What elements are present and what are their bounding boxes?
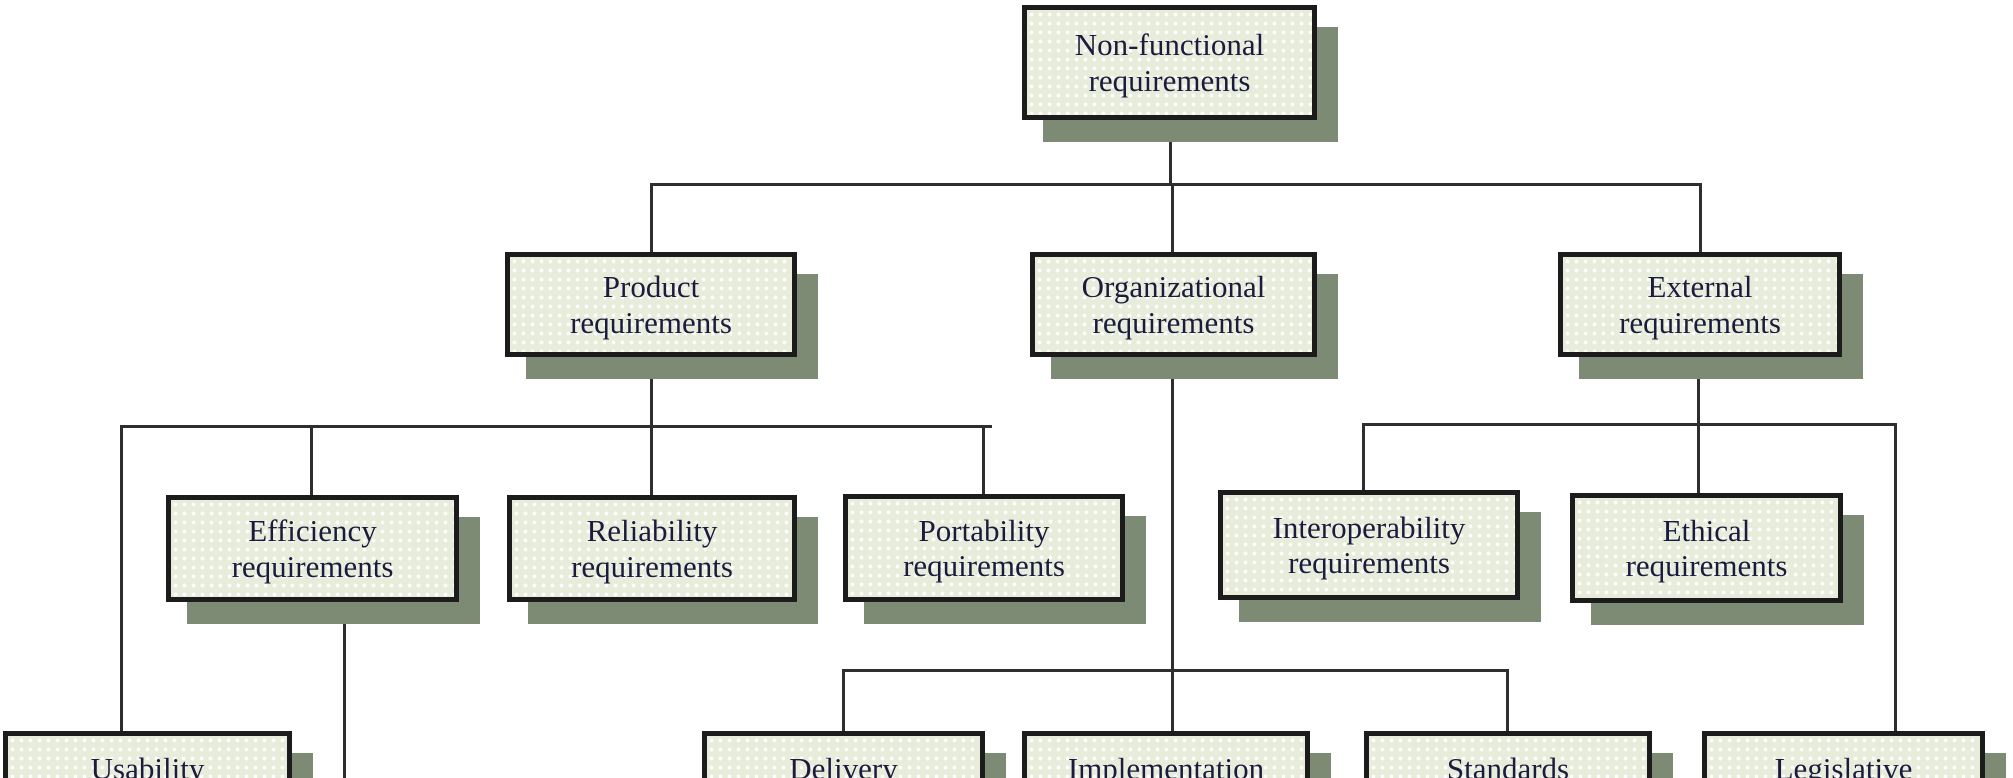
connector-drop-reliability	[650, 425, 653, 497]
connector-drop-interoperability	[1362, 423, 1365, 493]
node-nonfunctional-requirements: Non-functional requirements	[1022, 5, 1317, 120]
node-label-line1: Ethical	[1662, 512, 1751, 548]
node-legislative: Legislative	[1702, 731, 1985, 778]
node-delivery: Delivery	[702, 731, 985, 778]
node-label-line1: Product	[602, 269, 700, 305]
connector-organizational-stem	[1171, 356, 1174, 733]
node-label-line2: requirements	[570, 304, 732, 340]
connector-product-stem	[650, 356, 653, 426]
node-label-line1: Non-functional	[1074, 27, 1265, 63]
node-implementation: Implementation	[1022, 731, 1310, 778]
connector-drop-organizational	[1171, 183, 1174, 254]
node-external-requirements: External requirements	[1558, 252, 1842, 357]
node-organizational-requirements: Organizational requirements	[1030, 252, 1317, 357]
node-reliability-requirements: Reliability requirements	[507, 495, 797, 602]
connector-drop-delivery	[842, 669, 845, 733]
node-label-line2: requirements	[1625, 548, 1788, 583]
node-standards: Standards	[1364, 731, 1652, 778]
connector-organizational-bar	[842, 669, 1509, 672]
node-label-line1: Standards	[1446, 751, 1570, 778]
connector-external-stem	[1697, 356, 1700, 496]
connector-efficiency-stem	[343, 600, 346, 778]
node-label-line2: requirements	[1092, 304, 1255, 340]
node-label-line1: Portability	[918, 512, 1050, 548]
node-product-requirements: Product requirements	[505, 252, 797, 357]
node-portability-requirements: Portability requirements	[843, 494, 1125, 602]
connector-nonfunctional-stem	[1169, 118, 1172, 186]
node-label-line2: requirements	[903, 548, 1065, 583]
node-label-line1: Reliability	[586, 513, 718, 549]
node-label-line1: External	[1647, 269, 1753, 305]
node-efficiency-requirements: Efficiency requirements	[166, 495, 459, 602]
connector-external-bar	[1362, 423, 1897, 426]
node-label-line1: Legislative	[1774, 751, 1913, 778]
node-label-line2: requirements	[1619, 304, 1781, 340]
node-interoperability-requirements: Interoperability requirements	[1218, 490, 1520, 600]
connector-product-bar	[120, 425, 992, 428]
connector-drop-product	[650, 183, 653, 254]
node-label-line2: requirements	[1288, 545, 1450, 580]
connector-drop-standards	[1506, 669, 1509, 733]
connector-drop-external	[1699, 183, 1702, 254]
node-label-line1: Organizational	[1081, 269, 1266, 305]
connector-level1-bar	[650, 183, 1702, 186]
node-ethical-requirements: Ethical requirements	[1570, 493, 1843, 603]
node-label-line2: requirements	[231, 548, 394, 584]
node-label-line1: Delivery	[789, 751, 898, 778]
node-label-line1: Implementation	[1067, 751, 1265, 778]
node-label-line1: Interoperability	[1272, 509, 1466, 545]
node-label-line1: Efficiency	[248, 513, 377, 549]
node-label-line2: requirements	[571, 548, 733, 584]
connector-drop-usability	[120, 425, 123, 733]
connector-drop-legislative	[1894, 423, 1897, 733]
connector-drop-portability	[982, 425, 985, 496]
node-usability: Usability	[3, 731, 292, 778]
node-label-line1: Usability	[90, 751, 205, 778]
node-label-line2: requirements	[1088, 62, 1251, 98]
connector-drop-efficiency	[310, 425, 313, 497]
